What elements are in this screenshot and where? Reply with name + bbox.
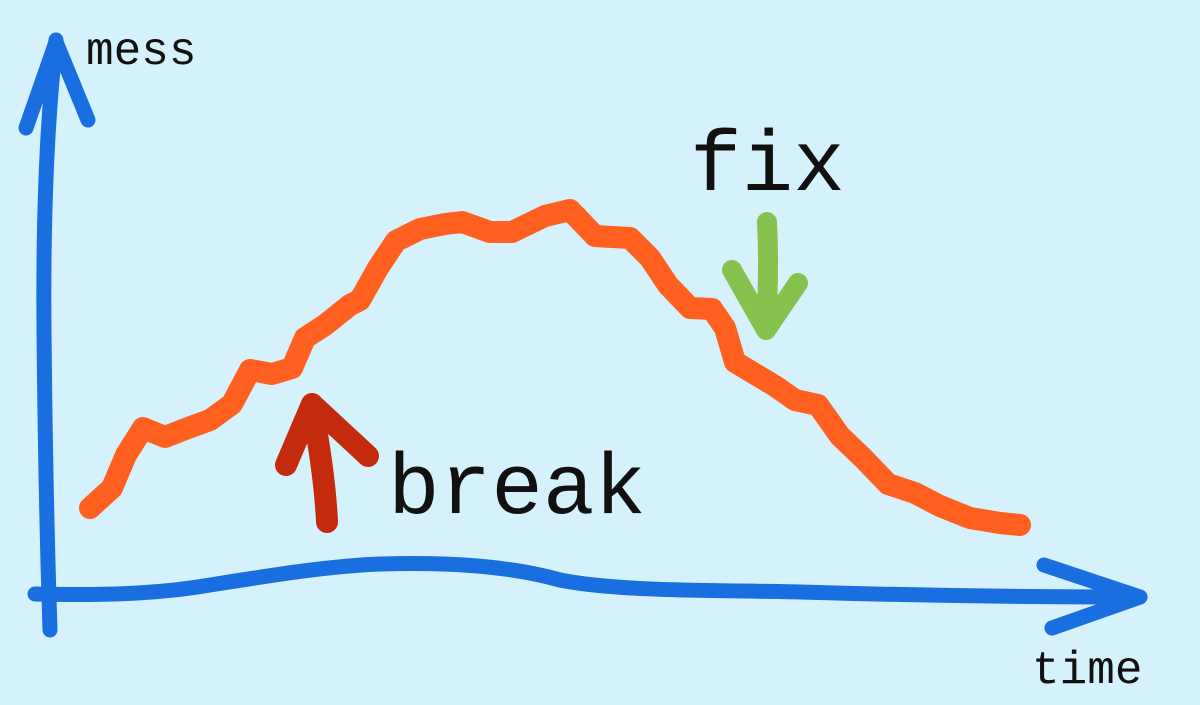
y-axis-line (36, 32, 64, 638)
down-arrow-icon (722, 212, 808, 340)
x-axis-arrowhead (1036, 557, 1148, 636)
x-axis-line (27, 556, 1148, 605)
y-axis-label: mess (86, 26, 196, 78)
break-label: break (388, 441, 646, 539)
fix-label: fix (690, 118, 845, 216)
x-axis-label: time (1032, 645, 1142, 697)
y-axis-arrowhead (18, 34, 96, 136)
mess-curve (79, 199, 1031, 536)
up-arrow-icon (275, 393, 379, 533)
